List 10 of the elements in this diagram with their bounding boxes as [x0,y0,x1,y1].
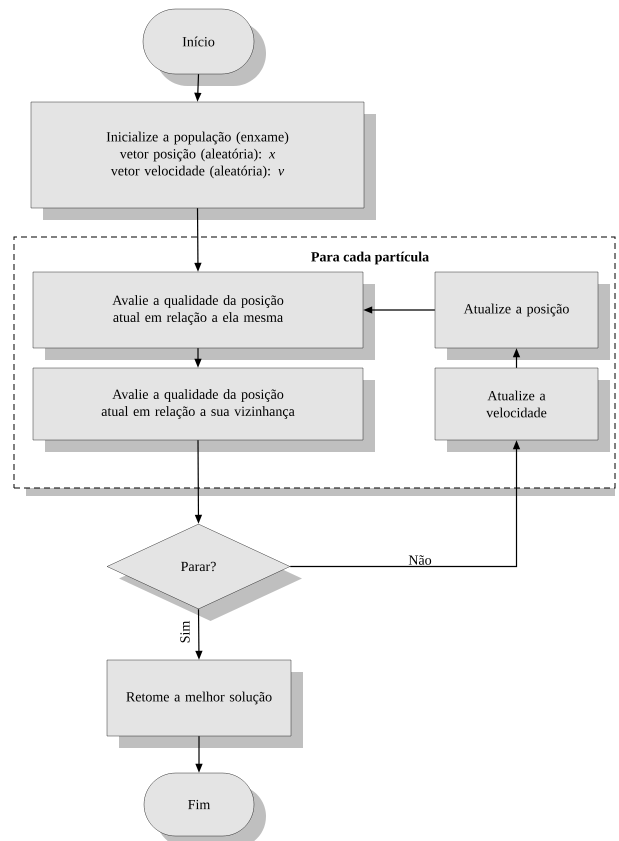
process-box: Atualize a posição [434,272,610,360]
terminal-box: Início [142,8,266,86]
process-box: Avalie a qualidade da posição atual em relação a sua vizinhança [32,368,375,452]
process-box: Inicialize a população (enxame) vetor posição (aleatória): x vetor velocidade (aleatória): v [30,102,376,220]
edge-label: Não [408,555,432,565]
edge-label: Sim [180,620,190,642]
process-box: Avalie a qualidade da posição atual em relação a ela mesma [32,272,375,360]
process-box: Retome a melhor solução [106,660,303,748]
terminal-box: Fim [144,772,266,841]
process-box: Atualize a velocidade [434,368,610,452]
